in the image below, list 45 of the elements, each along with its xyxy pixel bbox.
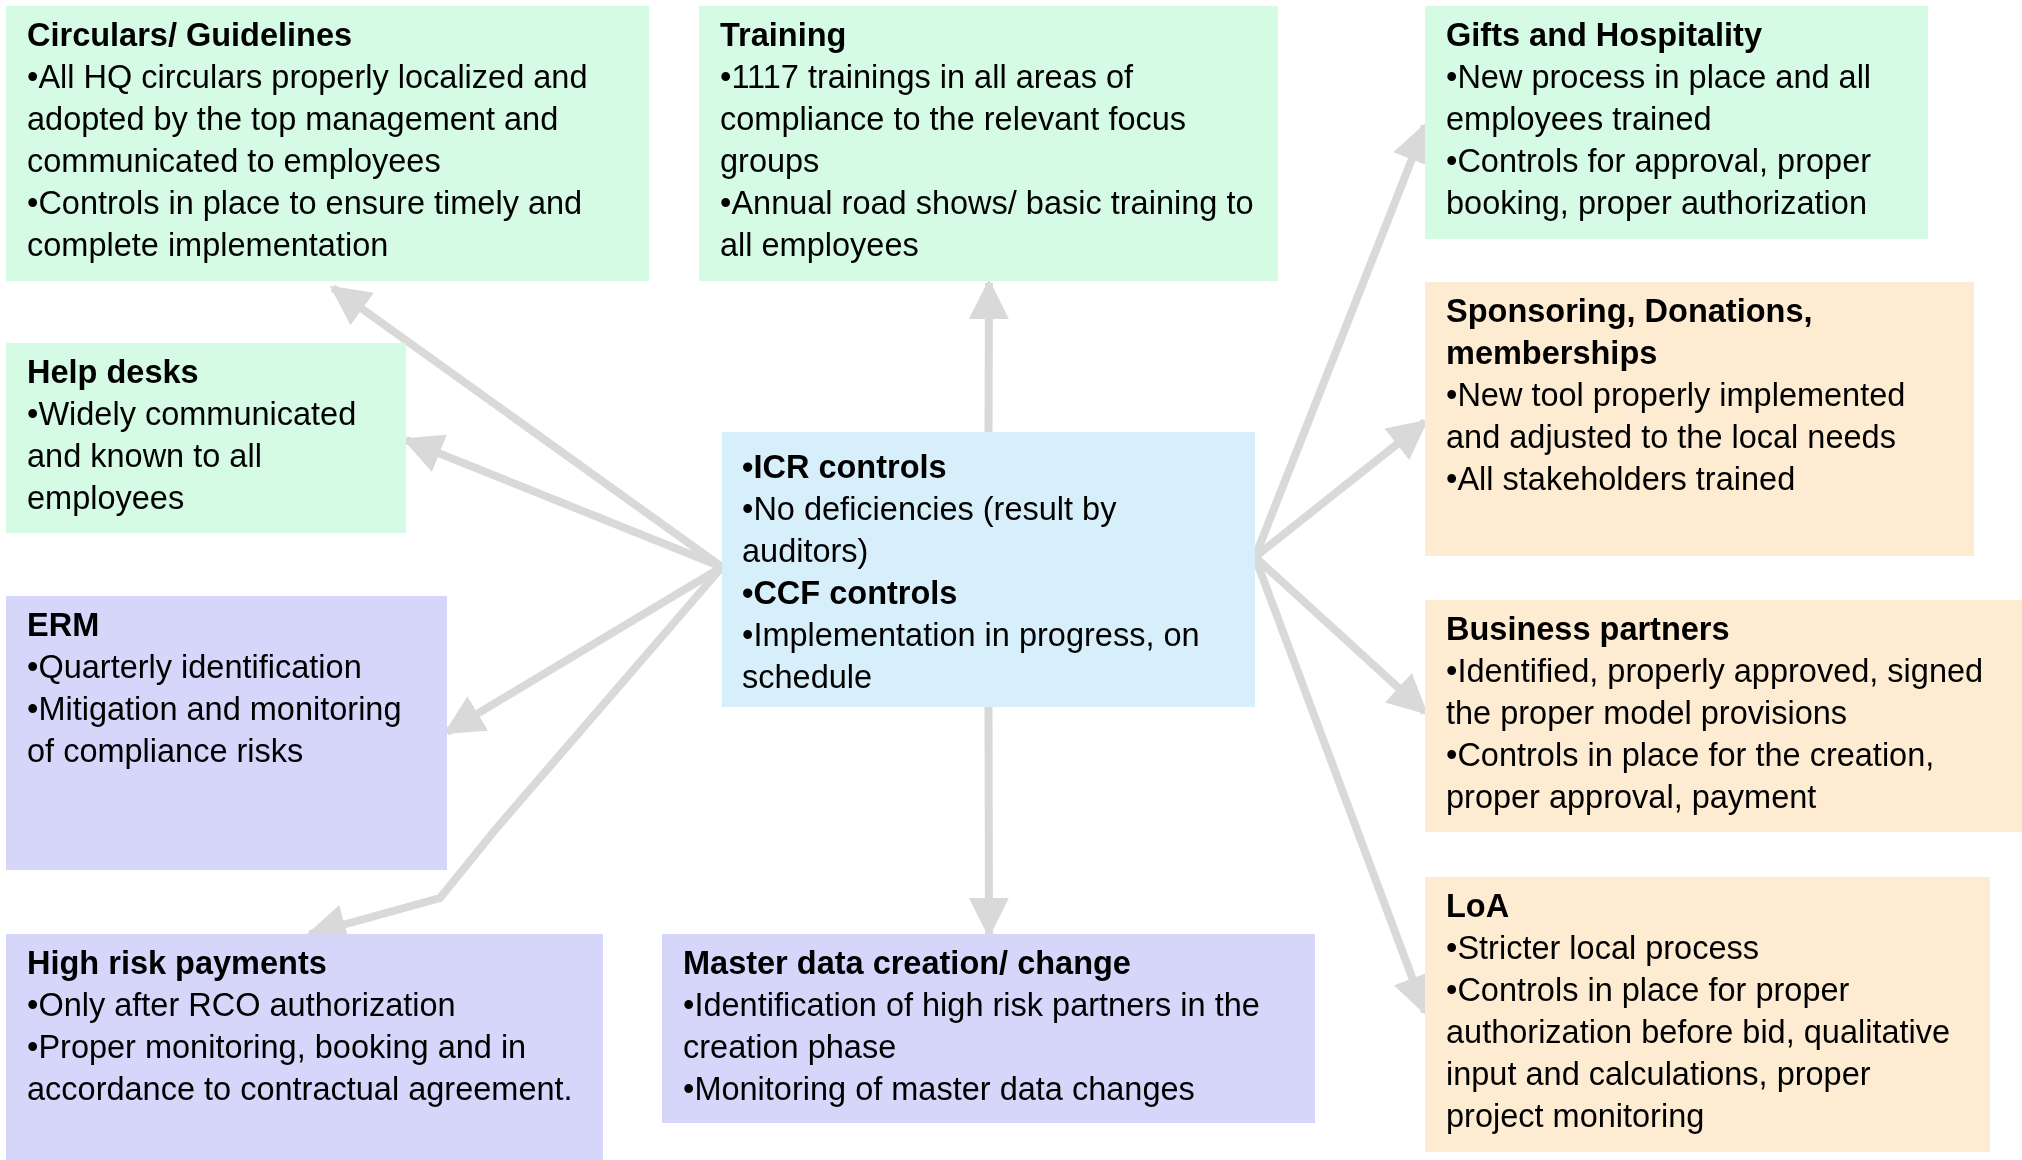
text-box [1425,877,1990,1152]
text-box [6,596,447,870]
bullet-text: •Controls in place to ensure timely and complete implementation [27,184,584,265]
text-box [722,432,1255,707]
text-box [6,343,406,533]
bullet-text: •No deficiencies (result by auditors) [742,490,1118,571]
bullet-text: •Proper monitoring, booking and in accordance to contractual agreement. [27,1028,574,1109]
text-box [662,934,1315,1123]
heading: •ICR controls [742,448,948,487]
bullet-text: •Controls for approval, proper booking, proper authorization [1446,142,1873,223]
bullet-text: •Only after RCO authorization [27,986,457,1025]
bullet-text: •Controls in place for the creation, proper approval, payment [1446,736,1936,817]
bullet-text: •All HQ circulars properly localized and adopted by the top management and communicated to employees [27,58,589,181]
heading: Training [720,16,848,55]
bullet-text: •Identified, properly approved, signed the proper model provisions [1446,652,1985,733]
text-box [1425,600,2022,832]
bullet-text: •Identification of high risk partners in the creation phase [683,986,1261,1067]
heading: Master data creation/ change [683,944,1132,983]
heading: Gifts and Hospitality [1446,16,1763,55]
bullet-text: •Stricter local process [1446,929,1760,968]
heading: Help desks [27,353,200,392]
text-box [1425,282,1974,556]
heading: Circulars/ Guidelines [27,16,354,55]
text-box [699,6,1278,281]
bullet-text: •All stakeholders trained [1446,460,1797,499]
heading: •CCF controls [742,574,959,613]
bullet-text: •Quarterly identification [27,648,363,687]
text-box [1425,6,1928,239]
bullet-text: •Monitoring of master data changes [683,1070,1196,1109]
bullet-text: •Controls in place for proper authorization before bid, qualitative input and calculations, proper project monitoring [1446,971,1952,1136]
heading: Business partners [1446,610,1731,649]
bullet-text: •Implementation in progress, on schedule [742,616,1201,697]
bullet-text: •New tool properly implemented and adjusted to the local needs [1446,376,1907,457]
bullet-text: •New process in place and all employees trained [1446,58,1873,139]
bullet-text: •Widely communicated and known to all employees [27,395,358,518]
heading: Sponsoring, Donations, memberships [1446,292,1814,373]
bullet-text: •1117 trainings in all areas of compliance to the relevant focus groups [720,58,1188,181]
arrow [968,279,1009,432]
text-box [6,934,603,1160]
bullet-text: •Mitigation and monitoring of compliance risks [27,690,403,771]
heading: High risk payments [27,944,328,983]
heading: ERM [27,606,101,645]
heading: LoA [1446,887,1511,926]
bullet-text: •Annual road shows/ basic training to all employees [720,184,1255,265]
text-box [6,6,649,281]
